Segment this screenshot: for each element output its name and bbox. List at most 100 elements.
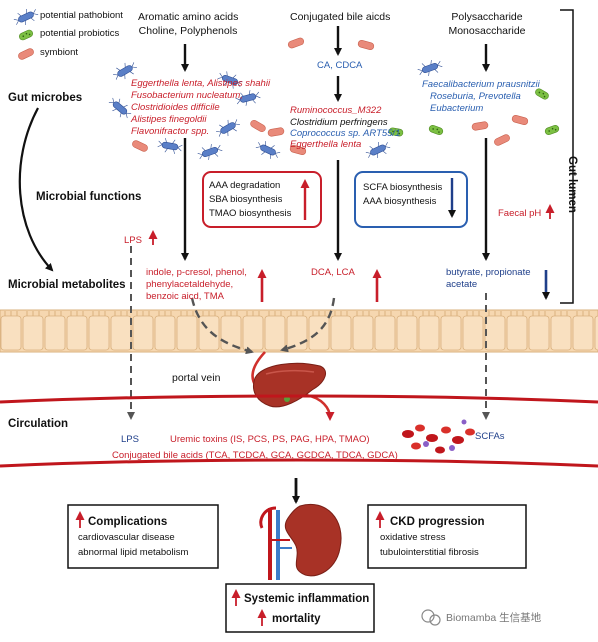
label-microbial-functions: Microbial functions (36, 191, 142, 203)
complications-title: Complications (88, 516, 168, 528)
epithelial-cell (66, 315, 88, 351)
epithelial-cell (352, 315, 374, 351)
outcome-mortality: mortality (272, 613, 321, 625)
epithelial-cell (550, 315, 572, 351)
dashed-arrow-col2-portal (280, 297, 336, 353)
kidney-icon (259, 503, 342, 580)
gut-epithelium (0, 309, 598, 353)
legend-pathobiont-icon (11, 5, 41, 29)
epithelial-cell (22, 315, 44, 351)
complications-item-2: abnormal lipid metabolism (78, 547, 189, 558)
col1-header-line2: Choline, Polyphenols (138, 25, 238, 37)
col1-metabolite-3: benzoic aicd, TMA (146, 291, 224, 302)
epithelial-cell (528, 315, 550, 351)
epithelial-cell (110, 315, 132, 351)
function-down-1: SCFA biosynthesis (363, 182, 443, 193)
epithelial-cell (198, 315, 220, 351)
epithelial-cell (220, 315, 242, 351)
dashed-arrow-col1-portal (190, 297, 254, 355)
epithelial-cell (286, 315, 308, 351)
label-circulation: Circulation (8, 418, 69, 430)
lps-label: LPS (124, 235, 142, 246)
ckd-item-1: oxidative stress (380, 532, 446, 543)
liver-to-circulation-path (305, 393, 335, 421)
col1-species-3: Clostridioides difficile (131, 102, 220, 113)
epithelial-cell (132, 315, 154, 351)
epithelial-cell (440, 315, 462, 351)
col2-metabolite: DCA, LCA (311, 267, 355, 278)
epithelial-cell (506, 315, 528, 351)
epithelial-cell (572, 315, 594, 351)
function-down-2: AAA biosynthesis (363, 196, 437, 207)
col3-metabolite-2: acetate (446, 279, 478, 290)
col1-species-5: Flavonifractor spp. (131, 126, 210, 137)
epithelial-cell (0, 315, 22, 351)
col3-species-1: Faecalibacterium prausnitzii (422, 79, 540, 90)
function-box-up-frame (202, 171, 322, 228)
col1-metabolite-2: phenylacetaldehyde, (146, 279, 234, 290)
col2-species-red2: Eggerthella lenta (290, 139, 362, 150)
epithelial-cell (594, 315, 598, 351)
watermark-label: Biomamba 生信基地 (446, 612, 542, 624)
col3-species-2: Roseburia, Prevotella (430, 91, 521, 102)
legend-symbiont-icon (16, 47, 36, 61)
epithelial-cell (484, 315, 506, 351)
col2-intermediate: CA, CDCA (317, 60, 363, 71)
label-gut-lumen: Gut lumen (566, 156, 578, 213)
label-gut-microbes: Gut microbes (8, 92, 83, 104)
blood-vessel (0, 394, 598, 468)
epithelial-cell (154, 315, 176, 351)
left-curved-arrow (18, 107, 54, 272)
epithelial-cell (308, 315, 330, 351)
scfas-label: SCFAs (475, 431, 505, 442)
col2-species-red: Ruminococcus_M322 (290, 105, 382, 116)
ckd-item-2: tubulointerstitial fibrosis (380, 547, 479, 558)
col2-species-black: Clostridium perfringens (290, 117, 388, 128)
col3-header-line2: Monosaccharide (448, 25, 526, 37)
blood-cells-icon (402, 419, 475, 454)
liver-icon (253, 362, 327, 408)
col3-metabolite-1: butyrate, propionate (446, 267, 531, 278)
faecal-ph-label: Faecal pH (498, 208, 542, 219)
col1-header-line1: Aromatic amino acids (138, 11, 239, 23)
col3-header-line1: Polysaccharide (451, 11, 523, 23)
col2-header: Conjugated bile aicds (290, 11, 391, 23)
col1-species-1: Eggerthella lenta, Alistipes shahii (131, 78, 271, 89)
outcome-box-frame (225, 583, 375, 633)
complications-item-1: cardiovascular disease (78, 532, 175, 543)
legend-pathobiont-label: potential pathobiont (40, 10, 123, 21)
uremic-toxins-label: Uremic toxins (IS, PCS, PS, PAG, HPA, TM… (170, 434, 370, 445)
epithelial-cell (88, 315, 110, 351)
col1-species-4: Alistipes finegoldii (131, 114, 207, 125)
epithelial-cell (462, 315, 484, 351)
function-up-1: AAA degradation (209, 180, 281, 191)
ckd-box-frame (367, 504, 527, 569)
epithelial-cell (242, 315, 264, 351)
legend-probiotic-icon (17, 28, 35, 42)
function-up-2: SBA biosynthesis (209, 194, 283, 205)
complications-box-frame (67, 504, 219, 569)
col1-metabolite-1: indole, p-cresol, phenol, (146, 267, 247, 278)
epithelial-cell (330, 315, 352, 351)
function-up-3: TMAO biosynthesis (209, 208, 292, 219)
epithelial-cell (264, 315, 286, 351)
col2-species-blue: Coprococcus sp. ART55/1 (290, 128, 401, 139)
portal-vein-label: portal vein (172, 372, 221, 384)
epithelial-cell (374, 315, 396, 351)
function-box-down-frame (354, 171, 468, 228)
conjugated-bile-label: Conjugated bile acids (TCA, TCDCA, GCA, … (112, 450, 398, 461)
legend-symbiont-label: symbiont (40, 47, 79, 58)
circulation-lps-label: LPS (121, 434, 139, 445)
epithelial-cell (418, 315, 440, 351)
legend-probiotics-label: potential probiotics (40, 28, 120, 39)
epithelial-cell (44, 315, 66, 351)
epithelial-cell (176, 315, 198, 351)
ckd-title: CKD progression (390, 516, 485, 528)
epithelial-cell (396, 315, 418, 351)
outcome-inflammation: Systemic inflammation (244, 593, 370, 605)
label-microbial-metabolites: Microbial metabolites (8, 279, 126, 291)
gut-lumen-bracket (560, 9, 574, 304)
col1-species-2: Fusobacterium nucleatum, (131, 90, 243, 101)
wechat-icon (421, 609, 441, 626)
